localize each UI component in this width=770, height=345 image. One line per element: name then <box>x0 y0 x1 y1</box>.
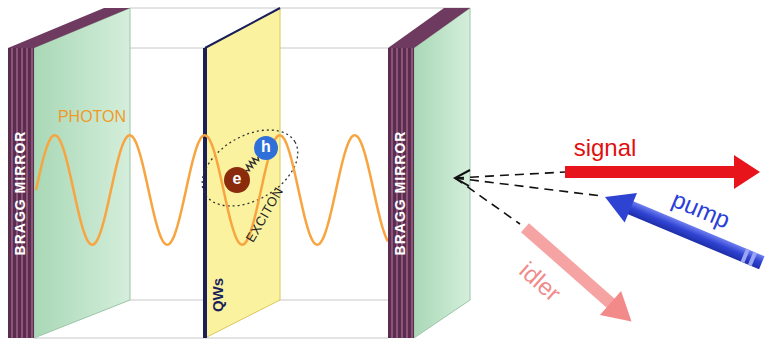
spring-connector <box>246 157 259 171</box>
idler-label: idler <box>514 257 565 307</box>
node-text: BRAGG MIRROR <box>393 131 408 256</box>
node-text: EXCITON <box>244 185 287 245</box>
pump-label: pump <box>668 186 734 234</box>
electron-circle: e <box>224 167 250 193</box>
idler-arrow <box>514 216 642 334</box>
pump-arrow <box>599 182 768 277</box>
cavity-outline <box>34 8 470 338</box>
quantum-well: QWsEXCITONeh <box>198 5 283 341</box>
photon-label: PHOTON <box>58 108 126 126</box>
node-text: QWs <box>210 278 227 312</box>
node-text: h <box>261 138 271 156</box>
exciton: EXCITONe h <box>190 110 310 250</box>
node-text: e <box>233 170 242 188</box>
bragg-mirror: BRAGG MIRROR <box>388 48 414 338</box>
qw-edge <box>203 48 207 338</box>
mirror-top <box>388 8 470 48</box>
beam-chevrons <box>455 170 470 186</box>
beam-lines <box>455 172 602 224</box>
hole-circle: h <box>254 136 278 160</box>
bragg-mirror: BRAGG MIRROR <box>8 48 34 338</box>
signal-label: signal <box>574 135 637 161</box>
photon-wave <box>36 135 388 244</box>
mirror-top <box>8 8 130 48</box>
mirror-face <box>414 8 470 338</box>
qw-edge <box>205 8 280 48</box>
node-text: BRAGG MIRROR <box>13 131 28 256</box>
qw-slab <box>205 8 280 338</box>
